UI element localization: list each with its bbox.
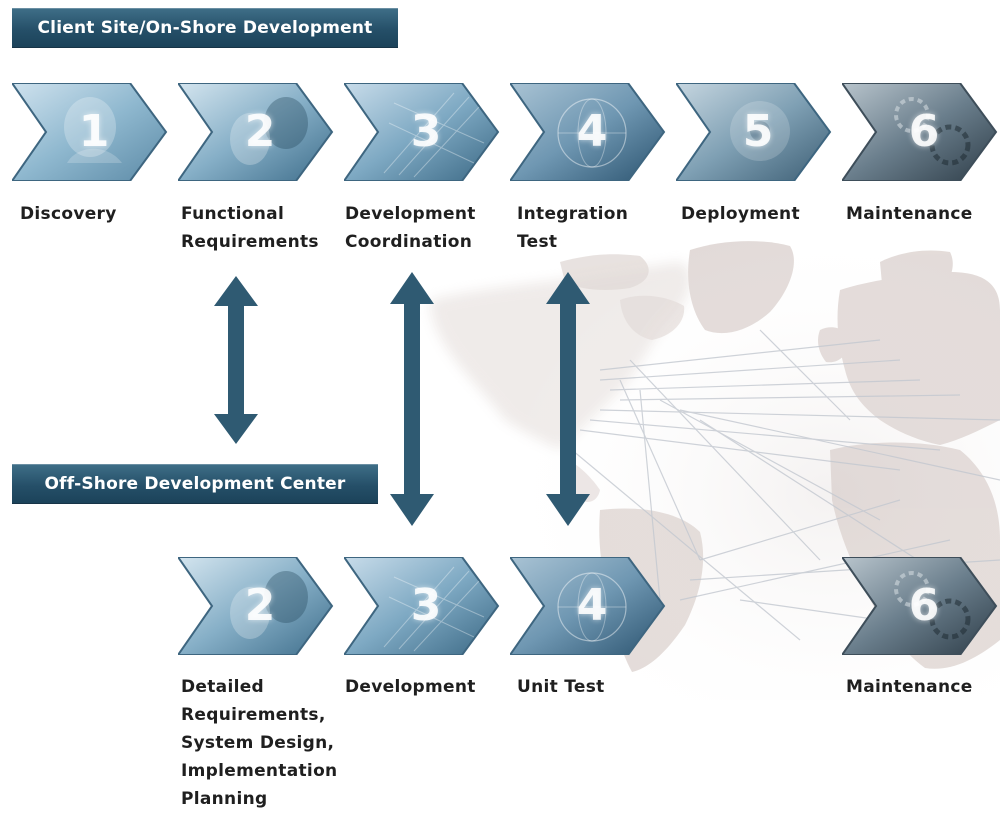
grid-photo-icon [344,557,500,655]
double-arrow-icon [546,272,590,526]
step-chevron-detailed-requirements: 2 [178,557,334,655]
step-label-integration-test: Integration Test [517,204,629,252]
person-photo-icon [178,557,334,655]
step-number: 4 [576,106,608,157]
step-chevron-maintenance: 6 [842,83,998,181]
double-arrow-icon [214,276,258,444]
step-number: 6 [908,580,940,631]
step-number: 2 [244,580,276,631]
step-chevron-deployment: 5 [676,83,832,181]
step-number: 5 [742,106,774,157]
step-label-development-coordination: Development Coordination [345,204,476,252]
step-chevron-unit-test: 4 [510,557,666,655]
step-label-development: Development [345,677,476,697]
step-label-unit-test: Unit Test [517,677,605,697]
step-chevron-offshore-maintenance: 6 [842,557,998,655]
offshore-banner: Off-Shore Development Center [12,464,378,504]
step-label-functional-requirements: Functional Requirements [181,204,319,252]
step-number: 4 [576,580,608,631]
step-chevron-discovery: 1 [12,83,168,181]
step-chevron-integration-test: 4 [510,83,666,181]
disc-photo-icon [676,83,832,181]
step-chevron-functional-requirements: 2 [178,83,334,181]
double-arrow-icon [390,272,434,526]
step-label-maintenance: Maintenance [846,204,973,224]
person-photo-icon [178,83,334,181]
step-label-deployment: Deployment [681,204,800,224]
onshore-banner: Client Site/On-Shore Development [12,8,398,48]
step-label-detailed-requirements: Detailed Requirements, System Design, Im… [181,677,338,809]
grid-photo-icon [344,83,500,181]
gears-photo-icon [842,557,998,655]
step-number: 1 [78,106,110,157]
step-number: 6 [908,106,940,157]
step-number: 3 [410,106,442,157]
step-number: 2 [244,106,276,157]
globe-photo-icon [510,557,666,655]
gears-photo-icon [842,83,998,181]
step-number: 3 [410,580,442,631]
globe-photo-icon [510,83,666,181]
person-photo-icon [12,83,168,181]
step-label-discovery: Discovery [20,204,117,224]
step-chevron-development: 3 [344,557,500,655]
step-chevron-development-coordination: 3 [344,83,500,181]
step-label-offshore-maintenance: Maintenance [846,677,973,697]
